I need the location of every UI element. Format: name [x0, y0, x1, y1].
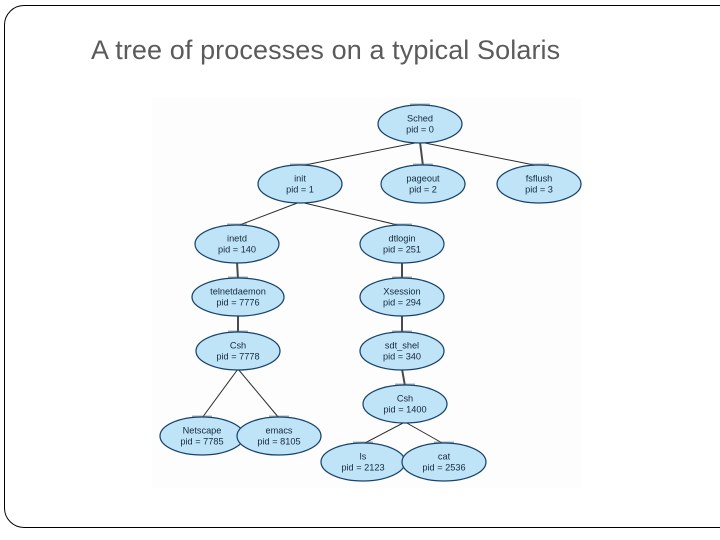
- edge-csh1400-to-ls: [362, 421, 406, 445]
- node-pid-label: pid = 7778: [216, 351, 259, 361]
- node-pid-label: pid = 8105: [257, 436, 300, 446]
- node-process-name: telnetdaemon: [210, 286, 266, 296]
- edge-init-to-inetd: [236, 201, 301, 227]
- node-pid-label: pid = 1: [286, 184, 314, 194]
- node-ellipse: [236, 416, 322, 456]
- node-process-name: emacs: [265, 425, 292, 435]
- node-ellipse: [359, 224, 445, 264]
- node-ellipse: [362, 384, 448, 424]
- node-pid-label: pid = 140: [218, 244, 256, 254]
- edge-inetd-to-telnetdaemon: [236, 261, 239, 280]
- node-ellipse: [380, 164, 466, 204]
- edge-csh1400-to-cat: [404, 421, 445, 445]
- edge-init-to-dtlogin: [299, 201, 403, 227]
- edge-sched-to-fsflush: [419, 141, 540, 167]
- edges-layer: [201, 141, 540, 445]
- node-pid-label: pid = 3: [525, 184, 553, 194]
- edge-sdt_shel-to-csh1400: [401, 368, 406, 387]
- node-pid-label: pid = 0: [406, 124, 434, 134]
- node-process-name: Netscape: [183, 425, 222, 435]
- node-ellipse: [496, 164, 582, 204]
- node-pid-label: pid = 1400: [383, 404, 426, 414]
- node-process-name: Sched: [407, 113, 433, 123]
- edge-sched-to-pageout: [419, 141, 424, 167]
- node-pid-label: pid = 340: [383, 351, 421, 361]
- node-ellipse: [359, 331, 445, 371]
- edge-sched-to-init: [299, 141, 421, 167]
- node-ellipse: [194, 224, 280, 264]
- node-process-name: fsflush: [526, 173, 553, 183]
- node-process-name: cat: [438, 451, 451, 461]
- page-title: A tree of processes on a typical Solaris: [91, 35, 561, 65]
- node-ellipse: [359, 277, 445, 317]
- edge-csh7778-to-netscape: [201, 368, 239, 419]
- node-pid-label: pid = 7776: [216, 297, 259, 307]
- node-ellipse: [195, 331, 281, 371]
- node-process-name: pageout: [406, 173, 440, 183]
- node-process-name: inetd: [227, 233, 247, 243]
- node-pid-label: pid = 7785: [180, 436, 223, 446]
- node-pid-label: pid = 2123: [341, 462, 384, 472]
- node-pid-label: pid = 2: [409, 184, 437, 194]
- node-ellipse: [257, 164, 343, 204]
- node-process-name: ls: [360, 451, 367, 461]
- node-process-name: Xsession: [383, 286, 420, 296]
- node-ellipse: [401, 442, 487, 482]
- node-process-name: dtlogin: [388, 233, 415, 243]
- node-process-name: Csh: [230, 340, 246, 350]
- node-ellipse: [377, 104, 463, 144]
- node-pid-label: pid = 294: [383, 297, 421, 307]
- edge-csh7778-to-emacs: [237, 368, 280, 419]
- node-pid-label: pid = 251: [383, 244, 421, 254]
- node-pid-label: pid = 2536: [422, 462, 465, 472]
- node-process-name: sdt_shel: [385, 340, 419, 350]
- node-process-name: Csh: [397, 393, 413, 403]
- node-process-name: init: [294, 173, 306, 183]
- node-ellipse: [191, 277, 285, 317]
